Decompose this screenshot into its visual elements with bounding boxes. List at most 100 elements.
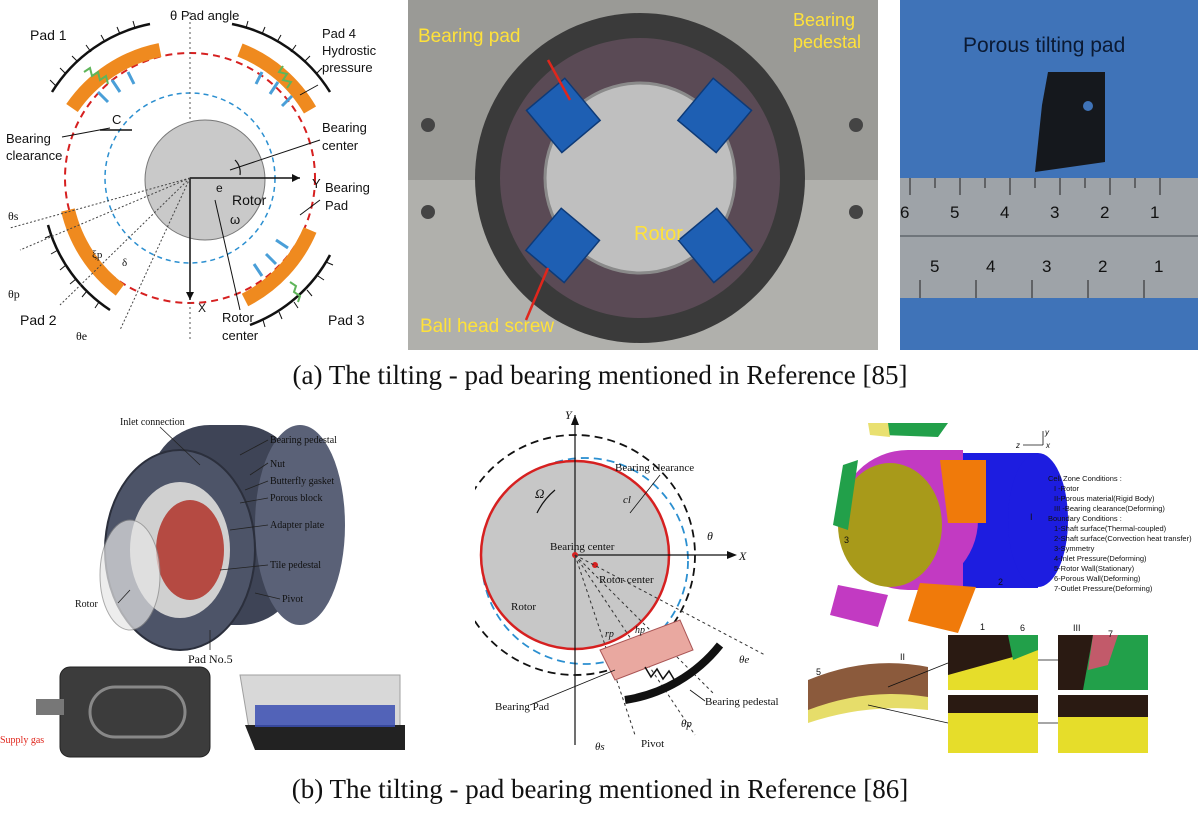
bearing-clearance-label-1: Bearing <box>6 131 51 146</box>
springs <box>83 65 302 303</box>
green-pad-side <box>833 460 858 530</box>
schematic-svg: θ Pad angle Pad 1 Pad 4 Hydrostic pressu… <box>6 8 377 343</box>
figure-b1-3d-model: Inlet connection Bearing pedestal Nut Bu… <box>0 405 410 765</box>
bc-5: 5 <box>816 667 821 677</box>
x-label: X <box>198 301 206 315</box>
spring-shape <box>644 666 676 682</box>
legend-line-8: 4-Inlet Pressure(Deforming) <box>1054 554 1147 563</box>
pivot-label: Pivot <box>641 738 664 750</box>
theta-p-label: θp <box>8 287 20 301</box>
theta-e-label: θe <box>76 329 87 343</box>
ruler-bottom-numbers: 5 4 3 2 1 <box>930 257 1163 276</box>
pedestal-arc <box>624 642 724 704</box>
e-label: e <box>216 181 223 195</box>
axis-z-label: z <box>1015 441 1020 450</box>
omega-arc <box>536 489 556 514</box>
legend-line-0: Cell Zone Conditions : <box>1048 474 1122 483</box>
cylinder-end <box>1008 453 1068 587</box>
blue-dashed-circle <box>481 457 689 665</box>
inlet-connection-label: Inlet connection <box>120 417 185 428</box>
rotor-center-label: Rotor center <box>599 574 654 586</box>
mesh-pad-bottom <box>808 693 928 723</box>
orange-pad-1 <box>940 460 986 523</box>
bolt-holes <box>421 118 863 219</box>
rotor-face <box>838 463 942 587</box>
theta-s-label: θs <box>595 741 605 753</box>
zone-i: I <box>1030 512 1033 522</box>
bearing-pad-label-2: Pad <box>325 198 348 213</box>
blue-pads <box>524 77 754 284</box>
porous-pad-title: Porous tilting pad <box>963 34 1125 57</box>
butterfly-gasket-label: Butterfly gasket <box>270 476 334 487</box>
bearing-center-label-1: Bearing <box>322 120 367 135</box>
pad3-housing-arc <box>249 254 332 327</box>
bc-6: 6 <box>1020 623 1025 633</box>
omega-label: Ω <box>535 486 544 501</box>
y-label: Y <box>312 176 321 191</box>
pad-leader <box>529 669 616 706</box>
pad1-housing-arc <box>50 22 151 93</box>
pad3-label: Pad 3 <box>328 312 365 328</box>
pad1-shape <box>66 43 162 113</box>
legend-line-5: 1-Shaft surface(Thermal-coupled) <box>1054 524 1167 533</box>
bearing-pedestal-label-2: pedestal <box>793 32 861 52</box>
pad-angle-label: θ Pad angle <box>170 8 239 23</box>
theta-e-label: θe <box>739 654 749 666</box>
rp-label: rp <box>605 629 614 640</box>
bc-2: 2 <box>998 577 1003 587</box>
ruler-ticks <box>909 178 1161 298</box>
pad2-housing-arc <box>46 224 111 312</box>
legend-line-3: III -Bearing clearance(Deforming) <box>1054 504 1165 513</box>
legend-block: Cell Zone Conditions : I -Rotor II-Porou… <box>1048 474 1192 593</box>
hp-label: hp <box>635 625 645 636</box>
pad-groove <box>88 685 187 739</box>
leader-lines <box>61 84 321 311</box>
bc-7: 7 <box>1108 629 1113 639</box>
pad4-label: Pad 4 <box>322 26 356 41</box>
ruler-top-5: 5 <box>950 203 959 222</box>
bearing-pad-label-1: Bearing <box>325 180 370 195</box>
zoom-arrows <box>867 659 1058 724</box>
ruler-top-1: 1 <box>1150 203 1159 222</box>
supply-gas-label: Supply gas <box>0 735 44 746</box>
x-label: X <box>738 549 747 563</box>
radial-lines <box>9 177 191 331</box>
axis-y-label: y <box>1044 428 1050 437</box>
legend-line-9: 5-Rotor Wall(Stationary) <box>1054 564 1135 573</box>
axis-x-label: x <box>1045 441 1051 450</box>
caption-b: (b) The tilting - pad bearing mentioned … <box>291 774 909 804</box>
ruler-top-6: 6 <box>900 203 909 222</box>
tile-pedestal-label: Tile pedestal <box>270 560 321 571</box>
pad-pointer-arrow <box>546 59 572 101</box>
porous-block-label: Porous block <box>270 493 323 504</box>
x-arrow <box>727 551 737 559</box>
pad2-label: Pad 2 <box>20 312 57 328</box>
y-axis-arrow <box>292 174 300 182</box>
zoom-3-dark <box>948 695 1038 713</box>
pedestal-leader <box>689 689 706 702</box>
rotor-label: Rotor <box>511 601 536 613</box>
clearance-leader <box>629 474 661 514</box>
zoom-2-dark <box>1058 635 1093 690</box>
y-label: Y <box>565 408 573 422</box>
ruler-bottom-2: 2 <box>1098 257 1107 276</box>
legend-line-6: 2-Shaft surface(Convection heat transfer… <box>1054 534 1192 543</box>
top-pad <box>878 423 948 437</box>
rotor-center-label-2: center <box>222 328 259 343</box>
hydrostatic-label: Hydrostic <box>322 43 377 58</box>
pad2-shape <box>61 208 125 296</box>
ruler-top-2: 2 <box>1100 203 1109 222</box>
figure-a3-porous-pad-photo: Porous tilting pad 6 5 4 3 2 1 5 4 3 2 1 <box>900 0 1198 350</box>
x-axis-arrow <box>186 292 194 300</box>
geometry-svg: Y Bearing clearance cl Ω Bearing center … <box>475 408 779 753</box>
ruler-bottom-1: 1 <box>1154 257 1163 276</box>
legend-line-1: I -Rotor <box>1054 484 1080 493</box>
ball-head-screw-label: Ball head screw <box>420 316 554 337</box>
pressure-label: pressure <box>322 60 373 75</box>
ruler-top-4: 4 <box>1000 203 1009 222</box>
omega-label: ω <box>230 212 240 227</box>
pad-block <box>1035 72 1105 172</box>
theta-p-label: θp <box>681 718 692 730</box>
omega-arc <box>234 159 241 176</box>
rotor-face <box>543 81 737 275</box>
